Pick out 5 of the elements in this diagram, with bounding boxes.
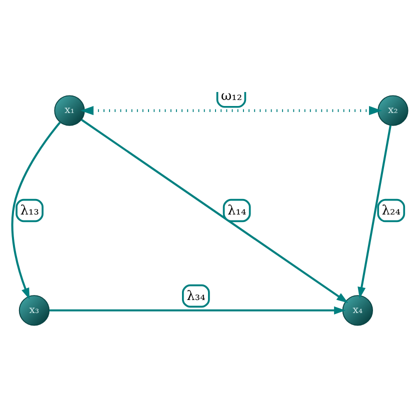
edge-label: ω₁₂: [221, 88, 242, 104]
edge-label: λ₁₄: [228, 202, 246, 218]
edge-label: λ₁₃: [20, 202, 39, 218]
edge-label: λ₂₄: [382, 202, 400, 218]
edge-label: λ₃₄: [186, 288, 206, 304]
